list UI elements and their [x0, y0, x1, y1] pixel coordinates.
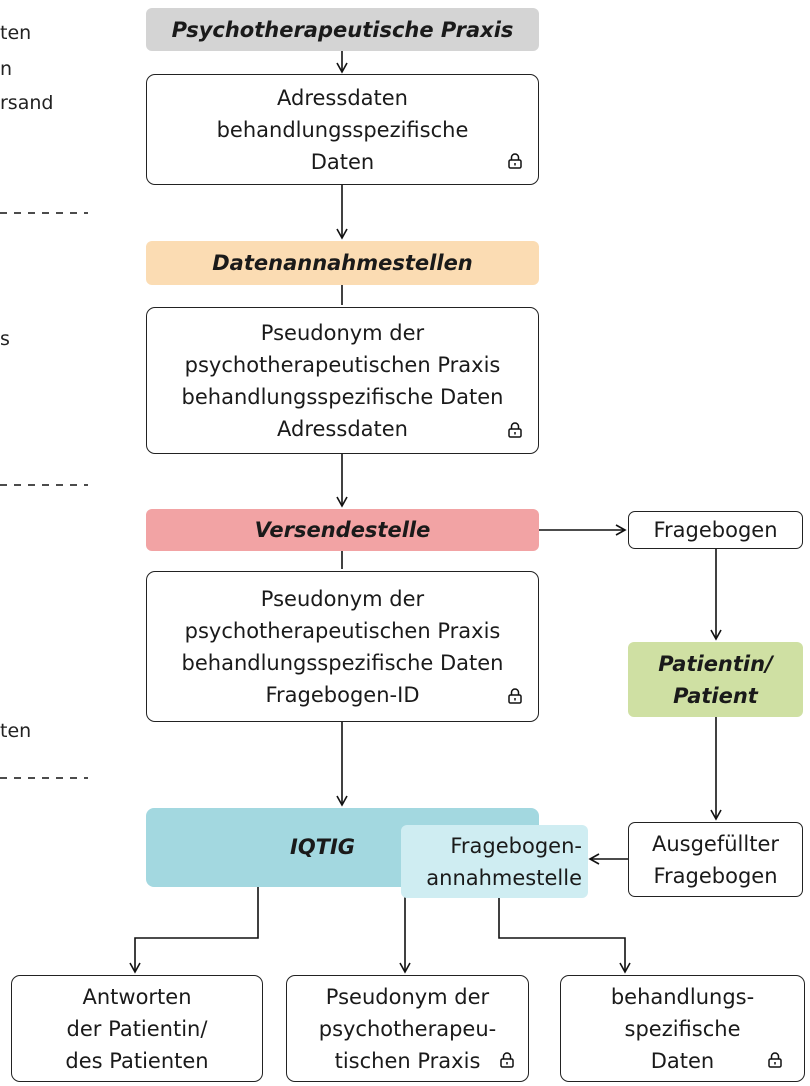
patient-label: Patientin/ — [658, 651, 773, 676]
datenannahme-label: Datenannahmestellen — [212, 251, 473, 275]
box-line: der Patientin/ — [66, 1016, 208, 1041]
versendestelle-header: Versendestelle — [146, 509, 539, 551]
fba-label: annahmestelle — [426, 865, 582, 890]
patient-label: Patient — [673, 683, 758, 708]
fragebogen-box: Fragebogen — [628, 511, 803, 549]
box-line: Pseudonym der — [260, 586, 425, 611]
box-line: Daten — [310, 149, 375, 174]
output-antworten-box: Antworten der Patientin/ des Patienten — [11, 975, 263, 1082]
box-line: Fragebogen — [653, 863, 778, 888]
lock-icon — [508, 153, 522, 169]
box-line: Pseudonym der — [325, 984, 490, 1009]
box-line: Fragebogen-ID — [265, 682, 420, 707]
iqtig-label: IQTIG — [290, 835, 356, 859]
left-fragment: rsand — [0, 92, 54, 114]
datenannahmestellen-header: Datenannahmestellen — [146, 241, 539, 285]
box-line: spezifische — [624, 1016, 741, 1041]
output-pseudonym-box: Pseudonym der psychotherapeu- tischen Pr… — [286, 975, 529, 1082]
left-fragment: ten — [0, 720, 32, 742]
box-line: Adressdaten — [277, 85, 408, 110]
box-line: Daten — [650, 1048, 715, 1073]
lock-icon — [500, 1052, 514, 1068]
fragebogenannahmestelle-node: Fragebogen- annahmestelle — [401, 825, 588, 898]
lock-icon — [508, 422, 522, 438]
patient-node: Patientin/ Patient — [628, 642, 803, 717]
box-line: Fragebogen — [653, 518, 778, 542]
box-line: tischen Praxis — [334, 1048, 481, 1073]
box-line: psychotherapeutischen Praxis — [184, 618, 501, 643]
box-line: psychotherapeutischen Praxis — [184, 352, 501, 377]
versende-data-box: Pseudonym der psychotherapeutischen Prax… — [146, 571, 539, 722]
output-behandlungsdaten-box: behandlungs- spezifische Daten — [560, 975, 805, 1082]
box-line: des Patienten — [65, 1048, 209, 1073]
praxis-label: Psychotherapeutische Praxis — [171, 17, 514, 42]
box-line: behandlungs- — [610, 984, 755, 1009]
box-line: Pseudonym der — [260, 320, 425, 345]
versende-label: Versendestelle — [254, 518, 431, 542]
praxis-data-box: Adressdaten behandlungsspezifische Daten — [146, 74, 539, 185]
lock-icon — [768, 1052, 782, 1068]
box-line: behandlungsspezifische Daten — [181, 384, 504, 409]
praxis-header: Psychotherapeutische Praxis — [146, 8, 539, 51]
box-line: psychotherapeu- — [318, 1016, 497, 1041]
fba-label: Fragebogen- — [450, 833, 582, 858]
box-line: behandlungsspezifische — [216, 117, 469, 142]
datenannahme-data-box: Pseudonym der psychotherapeutischen Prax… — [146, 307, 539, 454]
box-line: Antworten — [82, 984, 192, 1009]
left-fragment: s — [0, 328, 10, 350]
box-line: Adressdaten — [277, 416, 408, 441]
box-line: behandlungsspezifische Daten — [181, 650, 504, 675]
ausgefuellter-fragebogen-box: Ausgefüllter Fragebogen — [628, 822, 803, 897]
left-fragment: ten — [0, 22, 32, 44]
box-line: Ausgefüllter — [651, 831, 780, 856]
lock-icon — [508, 688, 522, 704]
left-fragment: n — [0, 58, 13, 80]
